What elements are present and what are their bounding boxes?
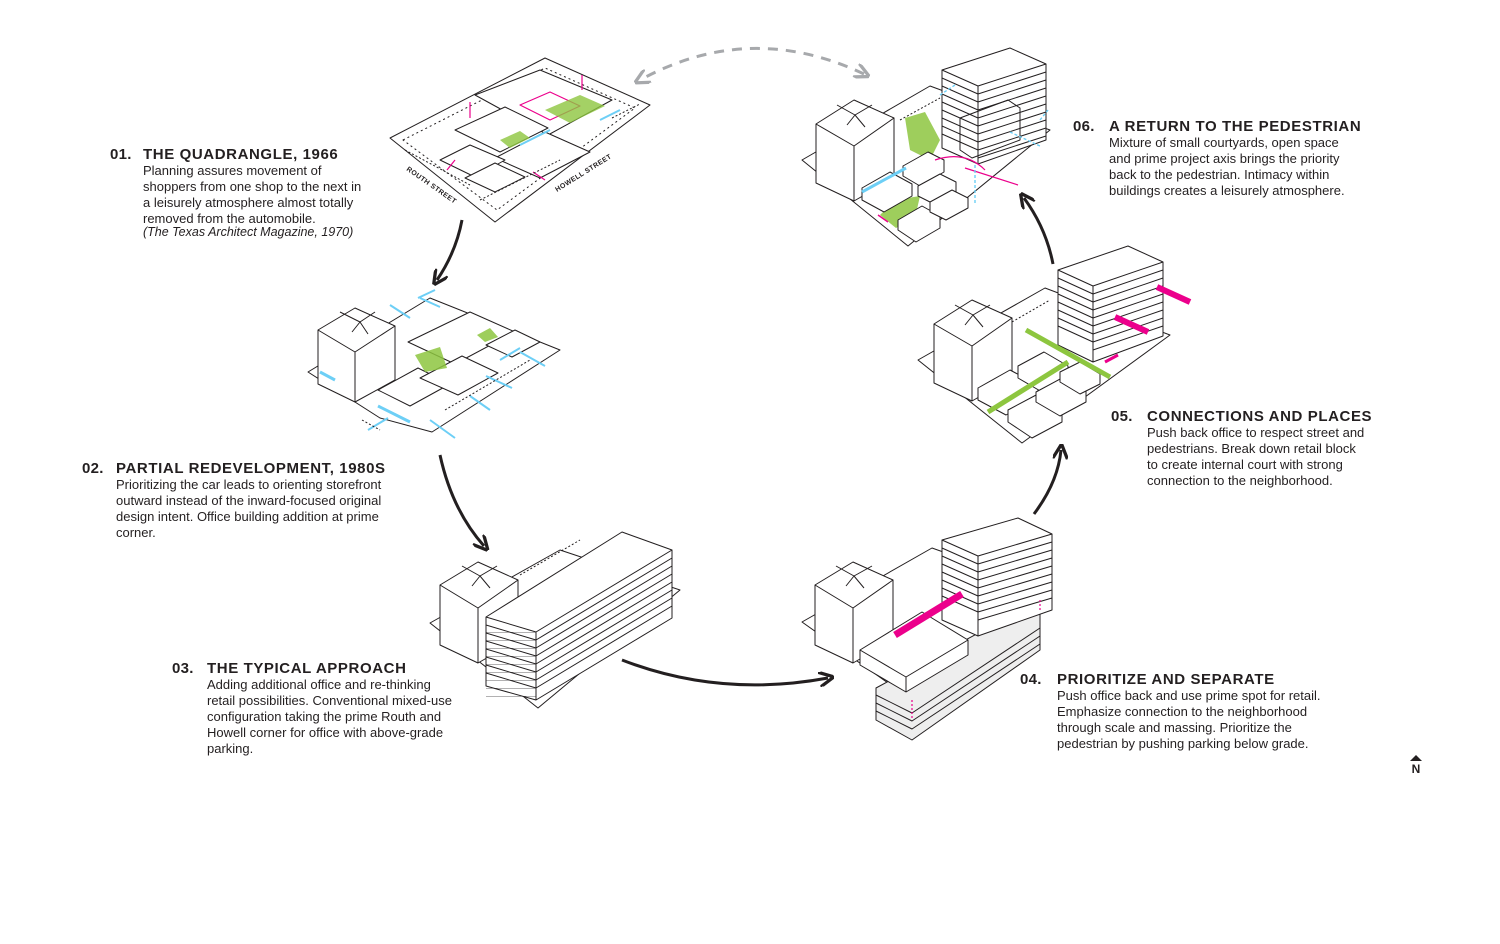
description-line: and prime project axis brings the priori… (1109, 151, 1340, 166)
cycle-arrow-2-to-3 (438, 454, 484, 546)
step-title: PRIORITIZE AND SEPARATE (1057, 671, 1275, 688)
description-line: configuration taking the prime Routh and (207, 709, 442, 724)
model-04-prioritize-and-separate (801, 517, 1053, 741)
step-description: Planning assures movement of shoppers fr… (143, 163, 361, 227)
step-number: 05. (1111, 408, 1133, 425)
north-arrow-icon (1410, 755, 1422, 761)
step-number: 03. (172, 660, 194, 677)
description-line: Mixture of small courtyards, open space (1109, 135, 1339, 150)
north-label: N (1411, 762, 1421, 776)
step-citation: (The Texas Architect Magazine, 1970) (143, 225, 354, 239)
model-01-quadrangle (389, 57, 651, 223)
model-05-connections-and-places (917, 245, 1192, 444)
description-line: design intent. Office building addition … (116, 509, 379, 524)
description-line: removed from the automobile. (143, 211, 316, 226)
description-line: pedestrian by pushing parking below grad… (1057, 736, 1309, 751)
cycle-arrow-5-to-6 (1024, 198, 1055, 265)
description-line: Push office back and use prime spot for … (1057, 688, 1321, 703)
step-title: THE TYPICAL APPROACH (207, 660, 407, 677)
description-line: Emphasize connection to the neighborhood (1057, 704, 1308, 719)
step-description: Prioritizing the car leads to orienting … (116, 477, 381, 541)
description-line: to create internal court with strong (1147, 457, 1343, 472)
cycle-arrow-1-to-2 (437, 219, 464, 280)
description-line: Adding additional office and re-thinking (207, 677, 431, 692)
step-description: Mixture of small courtyards, open space … (1109, 135, 1345, 199)
model-03-typical-approach (429, 531, 681, 709)
description-line: a leisurely atmosphere almost totally (143, 195, 354, 210)
step-title: A RETURN TO THE PEDESTRIAN (1109, 118, 1362, 135)
description-line: buildings creates a leisurely atmosphere… (1109, 183, 1345, 198)
step-description: Push back office to respect street and p… (1147, 425, 1364, 489)
step-title: CONNECTIONS AND PLACES (1147, 408, 1373, 425)
description-line: Push back office to respect street and (1147, 425, 1365, 440)
model-02-partial-redevelopment (307, 289, 561, 439)
step-description: Adding additional office and re-thinking… (207, 677, 452, 757)
description-line: pedestrians. Break down retail block (1147, 441, 1356, 456)
step-number: 02. (82, 460, 104, 477)
description-line: outward instead of the inward-focused or… (116, 493, 382, 508)
step-title: PARTIAL REDEVELOPMENT, 1980S (116, 460, 386, 477)
description-line: corner. (116, 525, 156, 540)
step-number: 04. (1020, 671, 1042, 688)
cycle-arrow-4-to-5 (1032, 450, 1061, 515)
cycle-arrow-6-to-1-dashed (640, 47, 864, 80)
description-line: through scale and massing. Prioritize th… (1057, 720, 1292, 735)
description-line: back to the pedestrian. Intimacy within (1109, 167, 1330, 182)
model-06-return-to-pedestrian (801, 47, 1051, 247)
step-number: 01. (110, 146, 132, 163)
description-line: Planning assures movement of (143, 163, 322, 178)
step-description: Push office back and use prime spot for … (1057, 688, 1321, 752)
north-indicator: N (1406, 754, 1426, 776)
step-number: 06. (1073, 118, 1095, 135)
cycle-arrow-3-to-4 (621, 658, 828, 685)
description-line: shoppers from one shop to the next in (143, 179, 362, 194)
description-line: parking. (207, 741, 254, 756)
description-line: Howell corner for office with above-grad… (207, 725, 444, 740)
step-title: THE QUADRANGLE, 1966 (143, 146, 339, 163)
description-line: retail possibilities. Conventional mixed… (207, 693, 452, 708)
description-line: connection to the neighborhood. (1147, 473, 1333, 488)
description-line: Prioritizing the car leads to orienting … (116, 477, 382, 492)
